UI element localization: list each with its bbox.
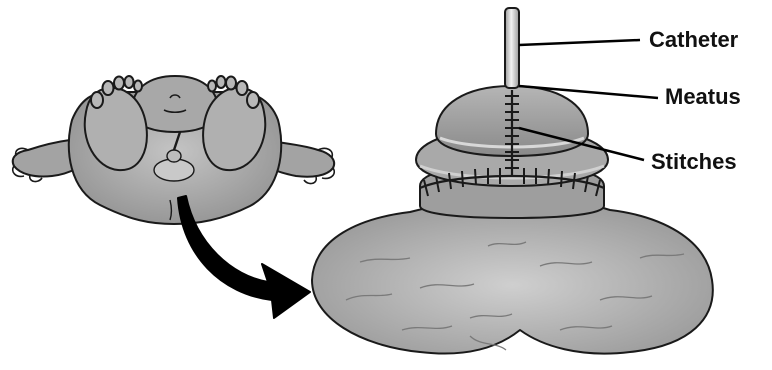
baby-left-toe-3 (114, 77, 124, 90)
catheter-tube (505, 8, 519, 88)
baby-right-toe-1 (247, 92, 259, 108)
baby-left-toe-2 (103, 81, 114, 95)
baby-right-toe-3 (226, 77, 236, 90)
scrotum (312, 202, 713, 354)
baby-left-toe-4 (125, 76, 134, 88)
catheter-label: Catheter (649, 29, 738, 51)
baby-left-toe-1 (91, 92, 103, 108)
baby-left-toe-5 (134, 81, 142, 92)
stitches-label: Stitches (651, 151, 737, 173)
catheter-leader-line (519, 40, 640, 45)
baby-small-glans (167, 150, 181, 162)
meatus-label: Meatus (665, 86, 741, 108)
enlarged-view (312, 8, 713, 354)
baby-right-toe-2 (237, 81, 248, 95)
baby-right-toe-4 (217, 76, 226, 88)
baby-figure (13, 76, 335, 224)
baby-right-toe-5 (208, 81, 216, 92)
